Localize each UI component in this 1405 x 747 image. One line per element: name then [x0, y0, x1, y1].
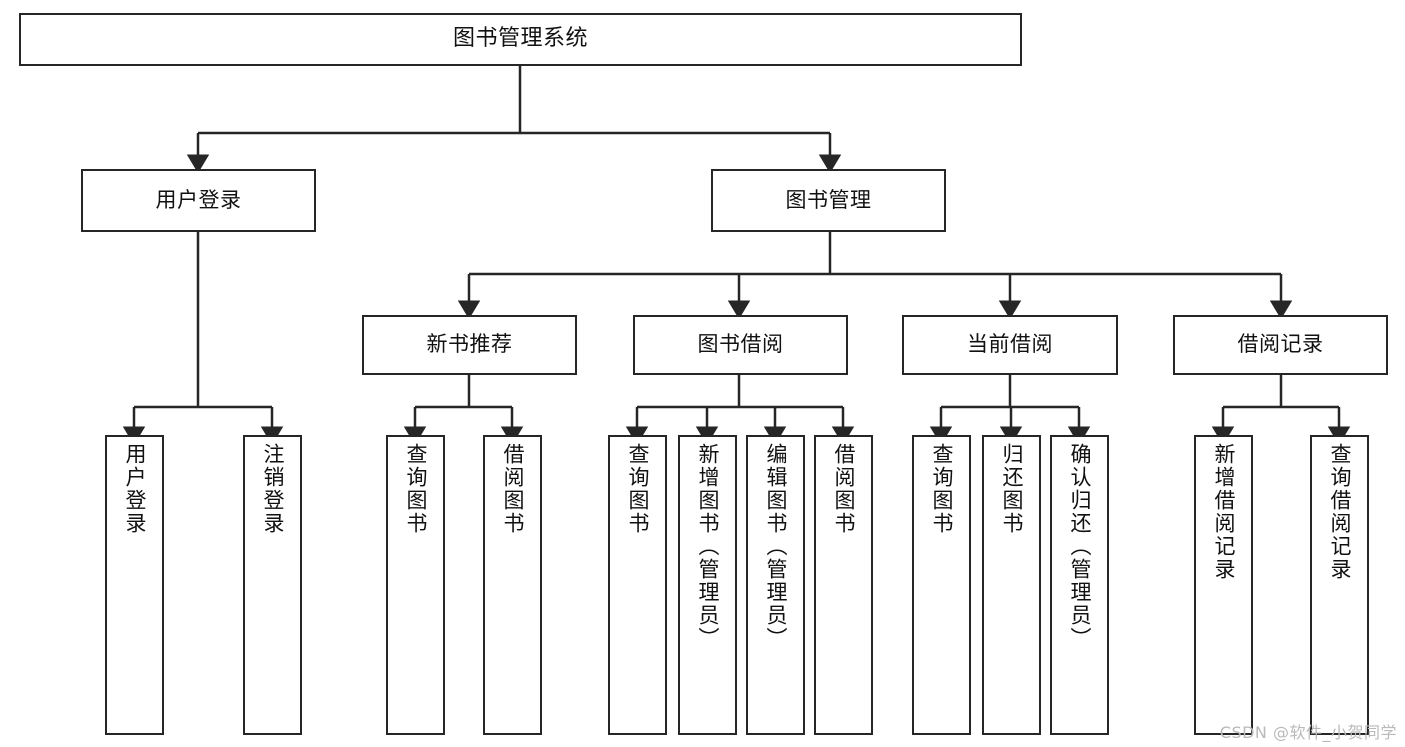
node-leaf-logout-login[interactable]: 注销登录	[243, 435, 302, 735]
node-leaf-user-login[interactable]: 用户登录	[105, 435, 164, 735]
node-leaf-borrow-book-2[interactable]: 借阅图书	[814, 435, 873, 735]
node-root[interactable]: 图书管理系统	[19, 13, 1022, 66]
node-leaf-query-book-3[interactable]: 查询图书	[912, 435, 971, 735]
node-current-borrow[interactable]: 当前借阅	[902, 315, 1118, 375]
node-leaf-query-book-1[interactable]: 查询图书	[386, 435, 445, 735]
node-leaf-add-book[interactable]: 新增图书（管理员）	[678, 435, 737, 735]
node-user-login[interactable]: 用户登录	[81, 169, 316, 232]
node-book-borrow[interactable]: 图书借阅	[633, 315, 848, 375]
node-leaf-add-borrow-record[interactable]: 新增借阅记录	[1194, 435, 1253, 735]
node-leaf-borrow-book-1[interactable]: 借阅图书	[483, 435, 542, 735]
node-leaf-return-book-label: 归还图书	[1000, 443, 1024, 535]
node-user-login-label: 用户登录	[155, 187, 242, 212]
node-leaf-confirm-return-label: 确认归还（管理员）	[1068, 443, 1092, 650]
node-leaf-borrow-book-2-label: 借阅图书	[832, 443, 856, 535]
node-leaf-query-borrow-record[interactable]: 查询借阅记录	[1310, 435, 1369, 735]
node-leaf-add-book-label: 新增图书（管理员）	[696, 443, 720, 650]
node-current-borrow-label: 当前借阅	[967, 332, 1053, 357]
node-borrow-record-label: 借阅记录	[1237, 332, 1324, 357]
node-leaf-user-login-label: 用户登录	[123, 443, 147, 535]
node-leaf-edit-book-label: 编辑图书（管理员）	[764, 443, 788, 650]
node-leaf-query-book-2[interactable]: 查询图书	[608, 435, 667, 735]
node-leaf-query-book-3-label: 查询图书	[930, 443, 954, 535]
node-leaf-query-borrow-record-label: 查询借阅记录	[1328, 443, 1352, 581]
node-borrow-record[interactable]: 借阅记录	[1173, 315, 1388, 375]
node-book-manage[interactable]: 图书管理	[711, 169, 946, 232]
node-leaf-logout-login-label: 注销登录	[261, 443, 285, 535]
node-leaf-edit-book[interactable]: 编辑图书（管理员）	[746, 435, 805, 735]
node-book-manage-label: 图书管理	[785, 187, 872, 212]
node-book-borrow-label: 图书借阅	[697, 332, 784, 357]
node-leaf-borrow-book-1-label: 借阅图书	[501, 443, 525, 535]
node-leaf-query-book-1-label: 查询图书	[404, 443, 428, 535]
node-leaf-query-book-2-label: 查询图书	[626, 443, 650, 535]
node-leaf-return-book[interactable]: 归还图书	[982, 435, 1041, 735]
node-root-label: 图书管理系统	[452, 26, 588, 52]
node-new-book-recommend-label: 新书推荐	[426, 332, 513, 357]
node-leaf-add-borrow-record-label: 新增借阅记录	[1212, 443, 1236, 581]
node-leaf-confirm-return[interactable]: 确认归还（管理员）	[1050, 435, 1109, 735]
csdn-watermark: CSDN @软件_小贺同学	[1219, 723, 1397, 742]
node-new-book-recommend[interactable]: 新书推荐	[362, 315, 577, 375]
